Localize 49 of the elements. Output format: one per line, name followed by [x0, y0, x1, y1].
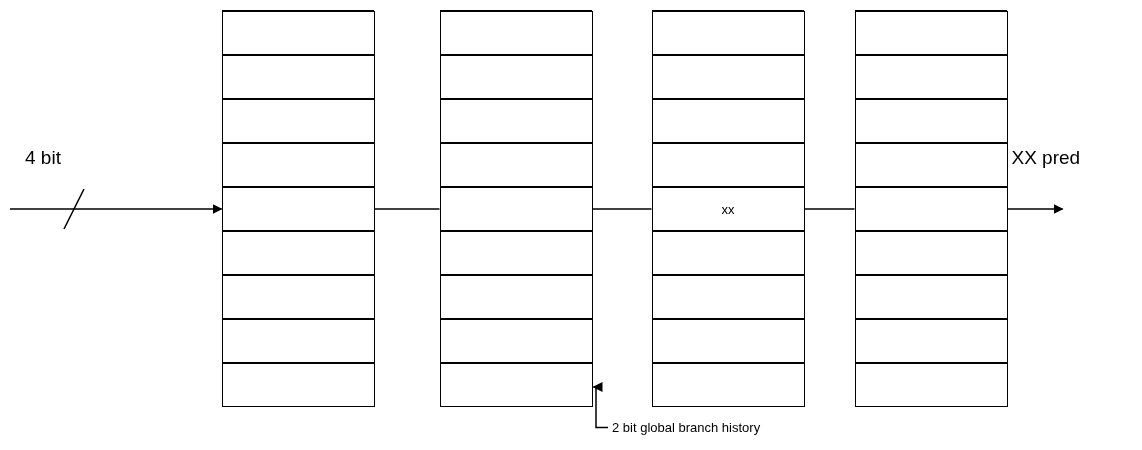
arrow [9, 204, 223, 214]
table-row [854, 11, 1008, 55]
table-row [854, 363, 1008, 407]
table-row [221, 363, 375, 407]
connector-line [803, 208, 856, 210]
table-row [651, 11, 805, 55]
table-row [651, 275, 805, 319]
table-row [221, 187, 375, 231]
table-row [854, 319, 1008, 363]
table-row [221, 55, 375, 99]
leader-text: 2 bit global branch history [612, 420, 761, 435]
table-row [854, 55, 1008, 99]
table-row [439, 363, 593, 407]
table-row [221, 319, 375, 363]
table-row [651, 55, 805, 99]
table-row [439, 187, 593, 231]
table [855, 10, 1007, 406]
signal-label: XX pred [1011, 147, 1081, 169]
table-row [439, 99, 593, 143]
table-row [439, 143, 593, 187]
table-row [221, 231, 375, 275]
signal-label: 4 bit [25, 147, 61, 169]
table-row [854, 143, 1008, 187]
table-row [651, 319, 805, 363]
table-row [439, 11, 593, 55]
table [222, 10, 374, 406]
table-row [854, 275, 1008, 319]
table-row [651, 143, 805, 187]
table-cell: xx [651, 187, 805, 231]
arrow [592, 382, 609, 429]
table-row [651, 363, 805, 407]
connector-line [591, 208, 653, 210]
table-row [651, 231, 805, 275]
table-row [221, 143, 375, 187]
table-row [221, 275, 375, 319]
table-row [221, 99, 375, 143]
table-row [221, 11, 375, 55]
table-row [439, 319, 593, 363]
table-row [854, 231, 1008, 275]
arrow [1006, 204, 1064, 214]
table-row [439, 55, 593, 99]
table-row [854, 187, 1008, 231]
table-row [854, 99, 1008, 143]
table-row [439, 231, 593, 275]
table [440, 10, 592, 406]
table [652, 10, 804, 406]
table-row [651, 99, 805, 143]
connector-line [373, 208, 441, 210]
table-row [439, 275, 593, 319]
